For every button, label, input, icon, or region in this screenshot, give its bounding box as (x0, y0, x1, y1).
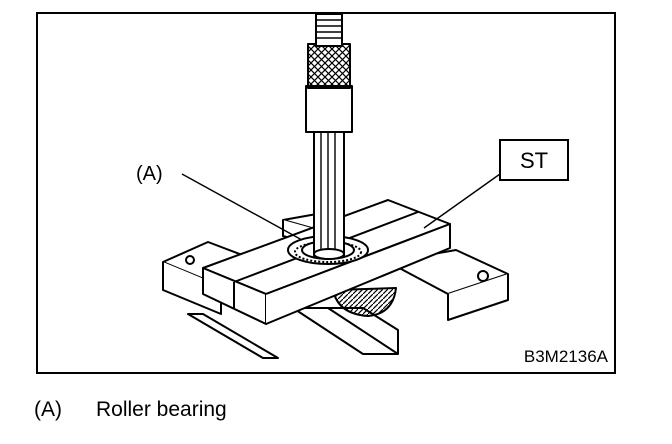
figure-caption: (A) Roller bearing (34, 398, 227, 422)
press-ram-thread (315, 14, 343, 47)
base-hole-left (185, 255, 195, 265)
leader-line-a (181, 173, 303, 241)
bearing-press-illustration: (A) ST B3M2136A (136, 14, 609, 366)
press-ram-shaft (313, 123, 345, 257)
bearing-housing (332, 287, 397, 317)
caption-text: Roller bearing (96, 398, 227, 421)
caption-key: (A) (34, 398, 62, 421)
press-ram-knurl (307, 43, 351, 89)
base-rail-left (187, 313, 279, 359)
base-rail-right (292, 307, 399, 355)
leader-line-st (423, 173, 501, 229)
label-a: (A) (136, 163, 163, 185)
label-st-box (499, 139, 569, 181)
figure-code: B3M2136A (524, 347, 609, 366)
label-st: ST (520, 148, 548, 173)
base-hole-right (477, 270, 489, 282)
press-ram-collar (305, 85, 353, 133)
diagram-figure: (A) ST B3M2136A (36, 12, 616, 374)
